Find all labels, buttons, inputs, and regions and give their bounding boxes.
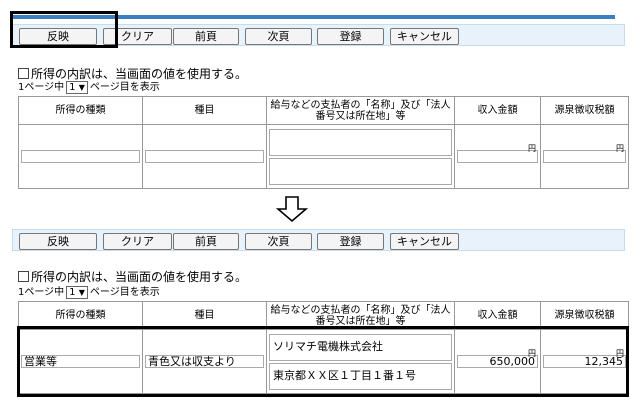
payer-name-input[interactable]	[269, 128, 452, 156]
income-table: 所得の種類 種目 給与などの支払者の「名称」及び「法人番号又は所在地」等 収入金…	[18, 96, 629, 189]
income-kind-input[interactable]	[21, 150, 140, 163]
header-income-kind: 所得の種類	[18, 301, 143, 330]
toolbar: 反映 クリア 前頁 次頁 登録 キャンセル	[12, 24, 625, 46]
page-suffix: ページ目を表示	[89, 287, 160, 298]
clear-button[interactable]: クリア	[103, 233, 172, 250]
prev-page-button[interactable]: 前頁	[173, 28, 239, 45]
header-accent-bar	[10, 15, 615, 19]
yen-unit: 円	[616, 349, 624, 358]
page-suffix: ページ目を表示	[89, 82, 160, 93]
page-select[interactable]: 1 ▼	[66, 81, 88, 94]
header-income-amount: 収入金額	[454, 301, 541, 330]
income-amount-input[interactable]: 650,000	[457, 355, 538, 368]
header-withholding-tax: 源泉徴収税額	[540, 96, 629, 125]
toolbar: 反映 クリア 前頁 次頁 登録 キャンセル	[12, 229, 625, 251]
header-withholding-tax: 源泉徴収税額	[540, 301, 629, 330]
header-income-kind: 所得の種類	[18, 96, 143, 125]
use-values-checkbox-row[interactable]: 所得の内訳は、当画面の値を使用する。	[18, 67, 247, 81]
header-payer: 給与などの支払者の「名称」及び「法人番号又は所在地」等	[266, 96, 455, 125]
withholding-tax-input[interactable]: 12,345	[543, 355, 626, 368]
income-amount-input[interactable]	[457, 150, 538, 163]
use-values-checkbox[interactable]	[18, 68, 29, 79]
use-values-label: 所得の内訳は、当画面の値を使用する。	[31, 270, 248, 284]
item-input[interactable]	[145, 150, 264, 163]
header-item: 種目	[142, 301, 267, 330]
income-kind-input[interactable]: 営業等	[21, 355, 140, 368]
income-table: 所得の種類 種目 給与などの支払者の「名称」及び「法人番号又は所在地」等 収入金…	[18, 301, 629, 394]
register-button[interactable]: 登録	[317, 233, 384, 250]
prev-page-button[interactable]: 前頁	[173, 233, 239, 250]
cancel-button[interactable]: キャンセル	[390, 28, 459, 45]
item-input[interactable]: 青色又は収支より	[145, 355, 264, 368]
chevron-down-icon: ▼	[78, 83, 85, 92]
use-values-checkbox-row[interactable]: 所得の内訳は、当画面の値を使用する。	[18, 270, 247, 284]
chevron-down-icon: ▼	[78, 288, 85, 297]
yen-unit: 円	[528, 144, 536, 153]
payer-address-input[interactable]	[269, 157, 452, 185]
page-prefix: 1ページ中	[18, 287, 65, 298]
reflect-button-highlight	[10, 11, 118, 48]
next-page-button[interactable]: 次頁	[245, 233, 312, 250]
next-page-button[interactable]: 次頁	[245, 28, 312, 45]
after-panel: 反映 クリア 前頁 次頁 登録 キャンセル 所得の内訳は、当画面の値を使用する。…	[0, 226, 640, 405]
yen-unit: 円	[616, 144, 624, 153]
use-values-checkbox[interactable]	[18, 271, 29, 282]
yen-unit: 円	[528, 349, 536, 358]
register-button[interactable]: 登録	[317, 28, 384, 45]
before-panel: 反映 クリア 前頁 次頁 登録 キャンセル 所得の内訳は、当画面の値を使用する。…	[0, 0, 640, 195]
page-select[interactable]: 1 ▼	[66, 286, 88, 299]
reflect-button[interactable]: 反映	[19, 28, 97, 45]
withholding-tax-input[interactable]	[543, 150, 626, 163]
header-item: 種目	[142, 96, 267, 125]
reflect-button[interactable]: 反映	[19, 233, 97, 250]
table-row: 円 円	[18, 124, 629, 189]
payer-name-input[interactable]: ソリマチ電機株式会社	[269, 333, 452, 361]
header-payer: 給与などの支払者の「名称」及び「法人番号又は所在地」等	[266, 301, 455, 330]
use-values-label: 所得の内訳は、当画面の値を使用する。	[31, 67, 248, 81]
header-income-amount: 収入金額	[454, 96, 541, 125]
cancel-button[interactable]: キャンセル	[390, 233, 459, 250]
down-arrow-icon	[276, 196, 308, 223]
clear-button[interactable]: クリア	[103, 28, 172, 45]
page-prefix: 1ページ中	[18, 82, 65, 93]
payer-address-input[interactable]: 東京都ＸＸ区１丁目１番１号	[269, 362, 452, 390]
